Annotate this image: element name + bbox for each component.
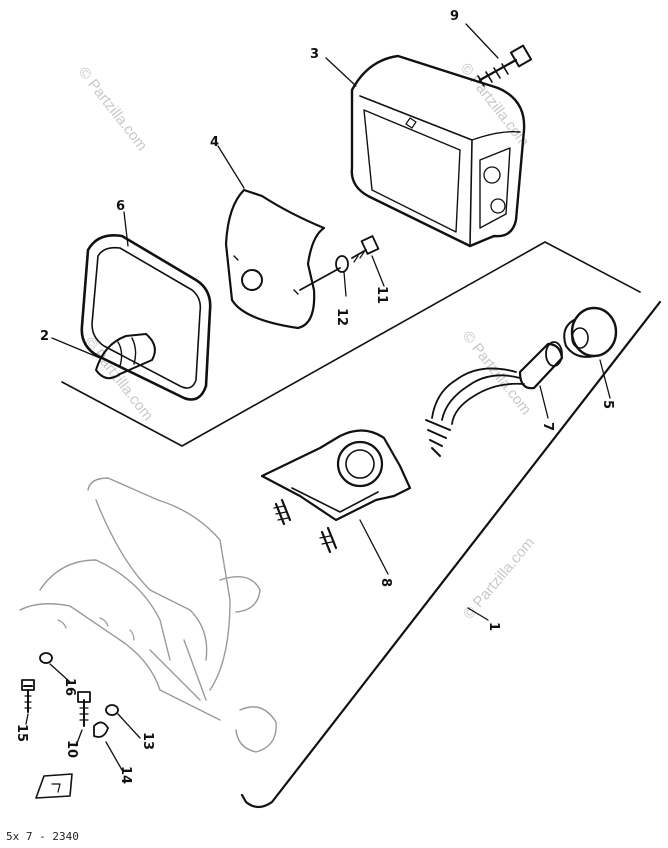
callout-9: 9 (450, 9, 459, 24)
callout-10: 10 (64, 740, 79, 758)
bolt-9 (477, 44, 533, 87)
callout-3: 3 (310, 47, 319, 62)
callout-14: 14 (118, 766, 133, 784)
bulb-socket-wiring (425, 341, 564, 457)
callout-8: 8 (378, 578, 393, 587)
callout-labels: 9 3 4 6 2 12 11 5 7 8 1 16 15 10 13 14 (14, 9, 615, 784)
headlight-bracket (260, 429, 412, 554)
callout-5: 5 (600, 400, 615, 409)
callout-11: 11 (374, 286, 389, 304)
assembly-frame (61, 241, 662, 809)
callout-6: 6 (116, 199, 125, 214)
headlight-lens (80, 234, 212, 401)
leader-lines (25, 23, 611, 771)
callout-1: 1 (486, 622, 501, 631)
small-fasteners (21, 652, 119, 799)
watermark-2: © Partzilla.com (457, 60, 533, 150)
watermarks: © Partzilla.com © Partzilla.com © Partzi… (75, 60, 538, 623)
watermark-5: © Partzilla.com (460, 534, 538, 622)
watermark-1: © Partzilla.com (75, 64, 151, 154)
callout-7: 7 (540, 422, 555, 431)
callout-12: 12 (334, 308, 349, 326)
drawing-code: 5x 7 - 2340 (6, 830, 79, 843)
screw-11-washer-12 (299, 235, 380, 291)
mounting-plate (224, 188, 326, 330)
frame-sketch (19, 477, 277, 753)
callout-15: 15 (14, 724, 29, 742)
socket-cap (563, 306, 618, 358)
headlight-housing (350, 54, 526, 248)
callout-4: 4 (210, 135, 219, 150)
callout-13: 13 (140, 732, 155, 750)
callout-16: 16 (62, 678, 77, 696)
callout-2: 2 (40, 329, 49, 344)
